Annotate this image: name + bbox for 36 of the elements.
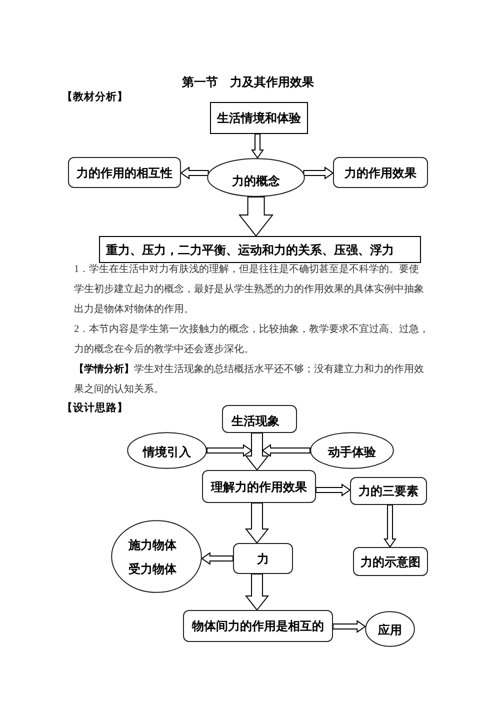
rounded-box: 力 [233, 543, 293, 574]
rounded-box: 力的示意图 [353, 547, 428, 576]
node-text: 受力物体 [128, 562, 176, 576]
paragraph: 1．学生在生活中对力有肤浅的理解，但是往往是不确切甚至是不科学的。要使学生初步建立起力的概念，最好是从学生熟悉的力的作用效果的具体实例中抽象出力是物体对物体的作用。 [74, 262, 425, 317]
rounded-box: 理解力的作用效果 [202, 470, 316, 503]
title: 第一节 力及其作用效果 [181, 74, 315, 90]
rounded-box: 生活现象 [222, 405, 297, 433]
rounded-box: 力的作用的相互性 [68, 157, 181, 188]
oval: 动手体验 [310, 432, 394, 469]
hollow-arrow [238, 196, 274, 237]
section-heading: 【教材分析】 [62, 90, 128, 104]
hollow-arrow [316, 484, 351, 496]
oval [111, 520, 202, 593]
rounded-box: 物体间力的作用是相互的 [183, 610, 333, 642]
hollow-arrow [206, 444, 252, 457]
hollow-arrow [244, 432, 270, 471]
node-text: 施力物体 [128, 538, 176, 552]
section-heading: 【设计思路】 [62, 401, 128, 415]
oval: 应用 [365, 611, 415, 647]
process-box: 重力、压力，二力平衡、运动和力的关系、压强、浮力 [99, 236, 421, 263]
rounded-box: 力的作用效果 [333, 157, 428, 188]
hollow-arrow [180, 166, 209, 180]
paragraph: 2．本节内容是学生第一次接触力的概念，比较抽象，教学要求不宜过高、过急，力的概念在今后的教学中还会逐步深化。 [74, 322, 430, 357]
paragraph: 【学情分析】学生对生活现象的总结概括水平还不够；没有建立力和力的作用效果之间的认知关系。 [74, 362, 425, 397]
hollow-arrow [201, 552, 234, 565]
hollow-arrow [262, 444, 310, 457]
rounded-box: 力的三要素 [350, 477, 427, 505]
hollow-arrow [332, 620, 366, 633]
hollow-arrow [244, 574, 270, 611]
hollow-arrow [244, 502, 270, 544]
process-box: 生活情境和体验 [210, 102, 308, 134]
oval: 情境引入 [127, 432, 207, 469]
hollow-arrow [251, 134, 264, 159]
hollow-arrow [303, 166, 334, 180]
oval: 力的概念 [207, 158, 305, 197]
hollow-arrow [384, 504, 396, 548]
